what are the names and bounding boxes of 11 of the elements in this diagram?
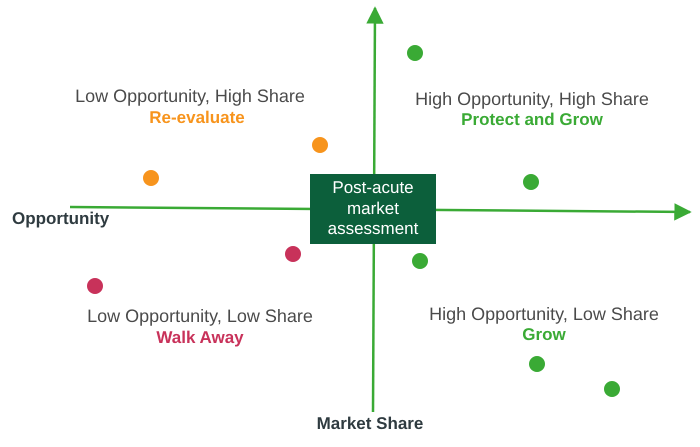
quadrant-title: High Opportunity, High Share xyxy=(415,90,649,110)
quadrant-title: Low Opportunity, High Share xyxy=(75,87,305,107)
quadrant-action: Re-evaluate xyxy=(149,109,245,128)
quadrant-title: Low Opportunity, Low Share xyxy=(87,307,313,327)
quadrant-action: Walk Away xyxy=(156,329,244,348)
quadrant-title: High Opportunity, Low Share xyxy=(429,305,659,325)
axis-title: Opportunity xyxy=(12,210,110,229)
center-box: Post-acute market assessment xyxy=(310,174,436,244)
quadrant-action: Grow xyxy=(522,326,566,345)
quadrant-action: Protect and Grow xyxy=(461,111,603,130)
axis-title: Market Share xyxy=(316,415,424,434)
